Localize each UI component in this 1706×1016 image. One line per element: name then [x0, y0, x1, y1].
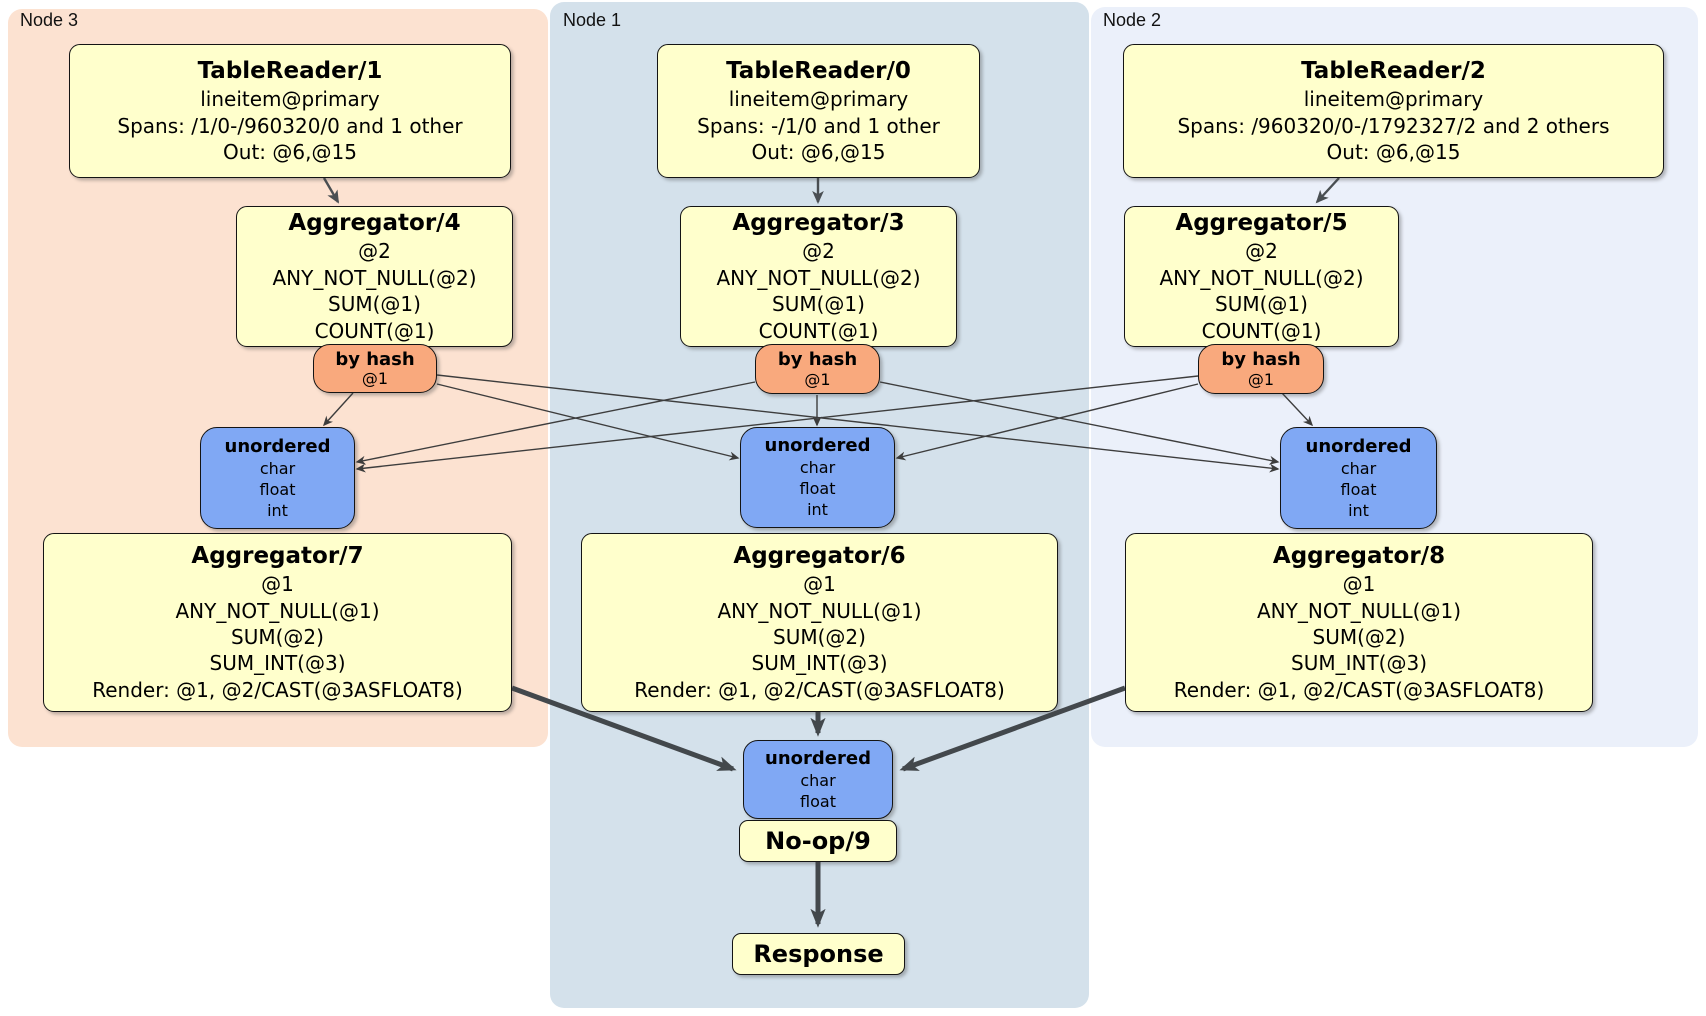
sync-node1: unordered char float int — [740, 427, 895, 528]
router-key: @1 — [361, 369, 389, 389]
index-line: lineitem@primary — [728, 87, 909, 112]
agg-line: @1 — [1342, 572, 1376, 597]
table-reader-1-box: TableReader/1 lineitem@primary Spans: /1… — [69, 44, 511, 178]
sync-col: char — [800, 770, 836, 790]
box-title: Aggregator/5 — [1175, 210, 1348, 236]
agg-line: @2 — [802, 239, 835, 264]
aggregator-3-box: Aggregator/3 @2 ANY_NOT_NULL(@2) SUM(@1)… — [680, 206, 957, 347]
box-title: Aggregator/7 — [191, 542, 364, 569]
noop-box: No-op/9 — [739, 820, 897, 862]
agg-line: SUM(@1) — [772, 292, 865, 317]
agg-line: SUM_INT(@3) — [751, 651, 888, 676]
agg-line: SUM_INT(@3) — [209, 651, 346, 676]
table-reader-0-box: TableReader/0 lineitem@primary Spans: -/… — [657, 44, 980, 178]
sync-title: unordered — [765, 747, 871, 769]
sync-title: unordered — [224, 435, 331, 457]
out-line: Out: @6,@15 — [223, 139, 357, 164]
box-title: Response — [753, 939, 884, 968]
box-title: Aggregator/4 — [288, 210, 461, 236]
agg-line: SUM(@1) — [1215, 292, 1308, 317]
node2-label: Node 2 — [1103, 10, 1162, 30]
sync-col: float — [800, 791, 836, 811]
box-title: TableReader/0 — [726, 57, 911, 84]
router-title: by hash — [335, 348, 415, 370]
agg-line: @2 — [1245, 239, 1278, 264]
box-title: TableReader/1 — [197, 57, 383, 84]
agg-line: COUNT(@1) — [314, 318, 435, 343]
box-title: No-op/9 — [765, 826, 871, 855]
spans-line: Spans: /960320/0-/1792327/2 and 2 others — [1177, 113, 1610, 138]
sync-col: float — [1340, 479, 1377, 499]
aggregator-6-box: Aggregator/6 @1 ANY_NOT_NULL(@1) SUM(@2)… — [581, 533, 1058, 712]
agg-line: ANY_NOT_NULL(@2) — [716, 265, 921, 290]
aggregator-4-box: Aggregator/4 @2 ANY_NOT_NULL(@2) SUM(@1)… — [236, 206, 513, 347]
agg-line: SUM(@2) — [1312, 625, 1406, 650]
router-key: @1 — [1247, 369, 1275, 389]
sync-final: unordered char float — [743, 740, 893, 819]
hash-router-node2: by hash @1 — [1198, 344, 1324, 394]
sync-col: int — [807, 500, 828, 520]
agg-line: Render: @1, @2/CAST(@3ASFLOAT8) — [634, 677, 1005, 702]
agg-line: Render: @1, @2/CAST(@3ASFLOAT8) — [92, 677, 463, 702]
hash-router-node3: by hash @1 — [313, 344, 437, 393]
sync-node2: unordered char float int — [1280, 427, 1437, 529]
sync-col: char — [1340, 458, 1377, 478]
out-line: Out: @6,@15 — [751, 139, 886, 164]
box-title: Aggregator/3 — [732, 210, 905, 236]
box-title: Aggregator/8 — [1272, 542, 1446, 569]
agg-line: SUM(@2) — [773, 625, 866, 650]
agg-line: @2 — [358, 239, 391, 264]
router-sync-edges — [322, 374, 1314, 473]
sync-col: char — [259, 458, 296, 478]
agg-line: ANY_NOT_NULL(@2) — [272, 265, 477, 290]
table-reader-2-box: TableReader/2 lineitem@primary Spans: /9… — [1123, 44, 1664, 178]
box-title: TableReader/2 — [1301, 57, 1486, 84]
agg-final-arrows — [511, 685, 1126, 928]
sync-title: unordered — [764, 435, 871, 457]
sync-node3: unordered char float int — [200, 427, 355, 529]
agg-line: COUNT(@1) — [758, 318, 879, 343]
agg-line: SUM_INT(@3) — [1291, 651, 1427, 676]
response-box: Response — [732, 933, 905, 975]
agg-line: SUM(@2) — [231, 625, 324, 650]
sync-col: float — [259, 479, 296, 499]
router-title: by hash — [777, 349, 858, 370]
agg-line: ANY_NOT_NULL(@1) — [175, 598, 380, 623]
agg-line: @1 — [803, 572, 836, 597]
agg-line: @1 — [261, 572, 294, 597]
sync-title: unordered — [1305, 435, 1412, 457]
node1-label: Node 1 — [563, 10, 622, 30]
index-line: lineitem@primary — [1303, 87, 1484, 112]
sync-col: int — [267, 500, 288, 520]
aggregator-5-box: Aggregator/5 @2 ANY_NOT_NULL(@2) SUM(@1)… — [1124, 206, 1399, 347]
sync-col: float — [799, 479, 836, 499]
agg-line: COUNT(@1) — [1201, 318, 1322, 343]
aggregator-8-box: Aggregator/8 @1 ANY_NOT_NULL(@1) SUM(@2)… — [1125, 533, 1593, 712]
router-title: by hash — [1221, 349, 1301, 370]
agg-line: SUM(@1) — [328, 292, 421, 317]
spans-line: Spans: -/1/0 and 1 other — [697, 113, 940, 138]
router-key: @1 — [804, 369, 831, 389]
tr-agg-arrows — [322, 177, 1340, 204]
spans-line: Spans: /1/0-/960320/0 and 1 other — [117, 113, 463, 138]
out-line: Out: @6,@15 — [1326, 139, 1461, 164]
box-title: Aggregator/6 — [733, 542, 906, 569]
agg-line: ANY_NOT_NULL(@1) — [1257, 598, 1461, 623]
sync-col: int — [1348, 500, 1369, 520]
index-line: lineitem@primary — [200, 87, 380, 112]
sync-col: char — [799, 458, 836, 478]
agg-line: ANY_NOT_NULL(@2) — [1159, 265, 1364, 290]
hash-router-node1: by hash @1 — [755, 344, 880, 394]
node3-label: Node 3 — [20, 10, 79, 30]
agg-line: ANY_NOT_NULL(@1) — [717, 598, 922, 623]
aggregator-7-box: Aggregator/7 @1 ANY_NOT_NULL(@1) SUM(@2)… — [43, 533, 512, 712]
agg-line: Render: @1, @2/CAST(@3ASFLOAT8) — [1173, 677, 1545, 702]
